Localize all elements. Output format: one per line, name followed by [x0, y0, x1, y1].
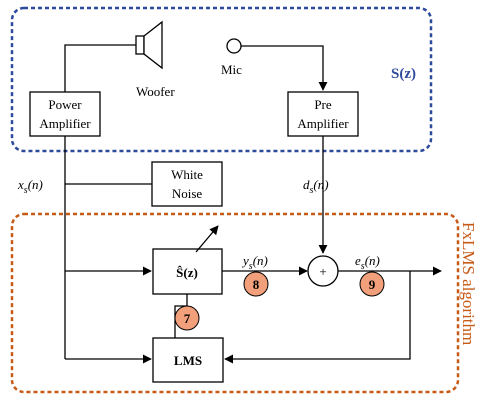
fxlms-label: FxLMS algorithm	[459, 222, 478, 345]
woofer-label: Woofer	[136, 84, 175, 99]
marker-8: 8	[243, 271, 269, 297]
power-amplifier-block: Power Amplifier	[29, 91, 101, 137]
s-hat-block: Ŝ(z)	[152, 248, 223, 295]
svg-text:7: 7	[184, 311, 191, 326]
power-amplifier-line1: Power	[48, 97, 82, 112]
signal-ys-label: ys(n)	[241, 253, 268, 272]
white-noise-block: White Noise	[151, 161, 223, 207]
s-hat-adapt-arrow	[195, 225, 219, 253]
mic-wire	[241, 45, 328, 91]
summer-plus: +	[319, 264, 326, 279]
loudspeaker-icon	[135, 20, 163, 70]
signal-es-label: es(n)	[355, 253, 380, 272]
summing-junction: +	[307, 255, 339, 287]
fxlms-region	[10, 212, 460, 394]
signal-xs-label: xs(n)	[17, 177, 43, 196]
filtered-reference-wire	[174, 294, 188, 338]
secondary-path-region	[10, 6, 433, 153]
marker-7: 7	[174, 305, 200, 331]
secondary-path-label: S(z)	[391, 66, 416, 82]
pre-amplifier-line2: Amplifier	[297, 116, 349, 131]
white-noise-line2: Noise	[172, 186, 203, 201]
pre-amplifier-line1: Pre	[314, 97, 332, 112]
mic-label: Mic	[221, 62, 242, 77]
power-amplifier-line2: Amplifier	[39, 116, 91, 131]
microphone-icon	[226, 38, 242, 54]
marker-9: 9	[359, 271, 385, 297]
white-noise-line1: White	[171, 167, 203, 182]
svg-text:9: 9	[369, 277, 376, 292]
woofer-wire	[64, 44, 136, 92]
lms-label: LMS	[174, 353, 202, 368]
s-hat-label: Ŝ(z)	[176, 265, 198, 280]
svg-text:8: 8	[253, 277, 260, 292]
error-feedback-wire	[224, 271, 411, 364]
lms-block: LMS	[152, 337, 224, 383]
pre-amplifier-block: Pre Amplifier	[287, 91, 359, 137]
signal-ds-label: ds(n)	[303, 177, 329, 196]
